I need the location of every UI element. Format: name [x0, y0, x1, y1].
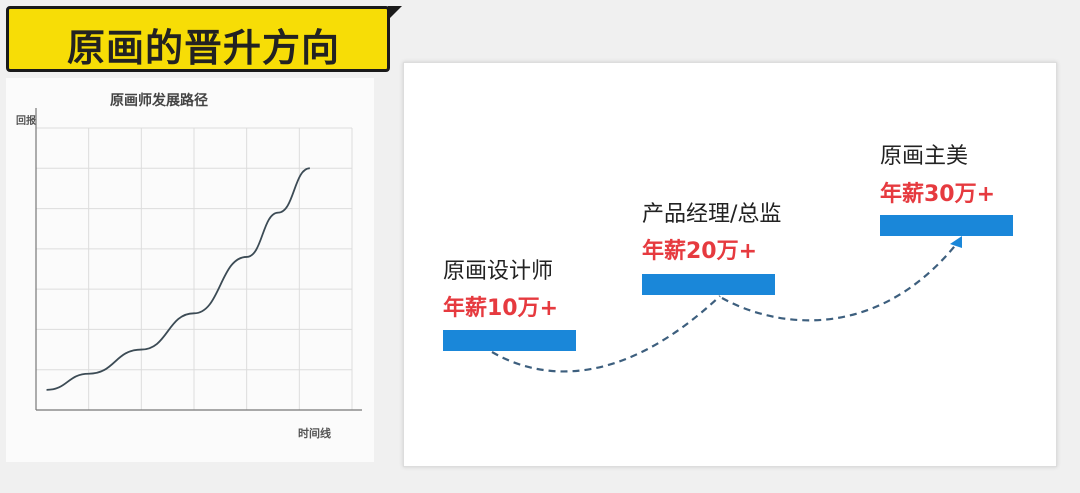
chart-panel — [6, 78, 374, 462]
banner-corner — [388, 6, 402, 20]
stage-3-bar — [880, 215, 1013, 236]
stage-3-role: 原画主美 — [880, 144, 969, 169]
page-title: 原画的晋升方向 — [67, 26, 341, 70]
chart-title: 原画师发展路径 — [110, 93, 208, 109]
stage-2-role: 产品经理/总监 — [642, 202, 782, 227]
title-banner: 原画的晋升方向 — [6, 6, 390, 72]
x-axis-label: 时间线 — [298, 427, 331, 440]
y-axis-label: 回报 — [16, 116, 36, 127]
stage-3-salary: 年薪30万+ — [880, 182, 996, 207]
stage-1-salary: 年薪10万+ — [443, 296, 559, 321]
stage-1-role: 原画设计师 — [443, 259, 554, 284]
career-path-card — [403, 62, 1057, 467]
growth-chart — [35, 108, 362, 411]
dashed-arrow-2 — [721, 241, 959, 322]
arrowhead-icon — [950, 236, 962, 248]
stage-2-bar — [642, 274, 775, 295]
stage-1-bar — [443, 330, 576, 351]
growth-curve — [46, 167, 311, 391]
dashed-arrow-1 — [491, 295, 721, 373]
stage-2-salary: 年薪20万+ — [642, 239, 758, 264]
